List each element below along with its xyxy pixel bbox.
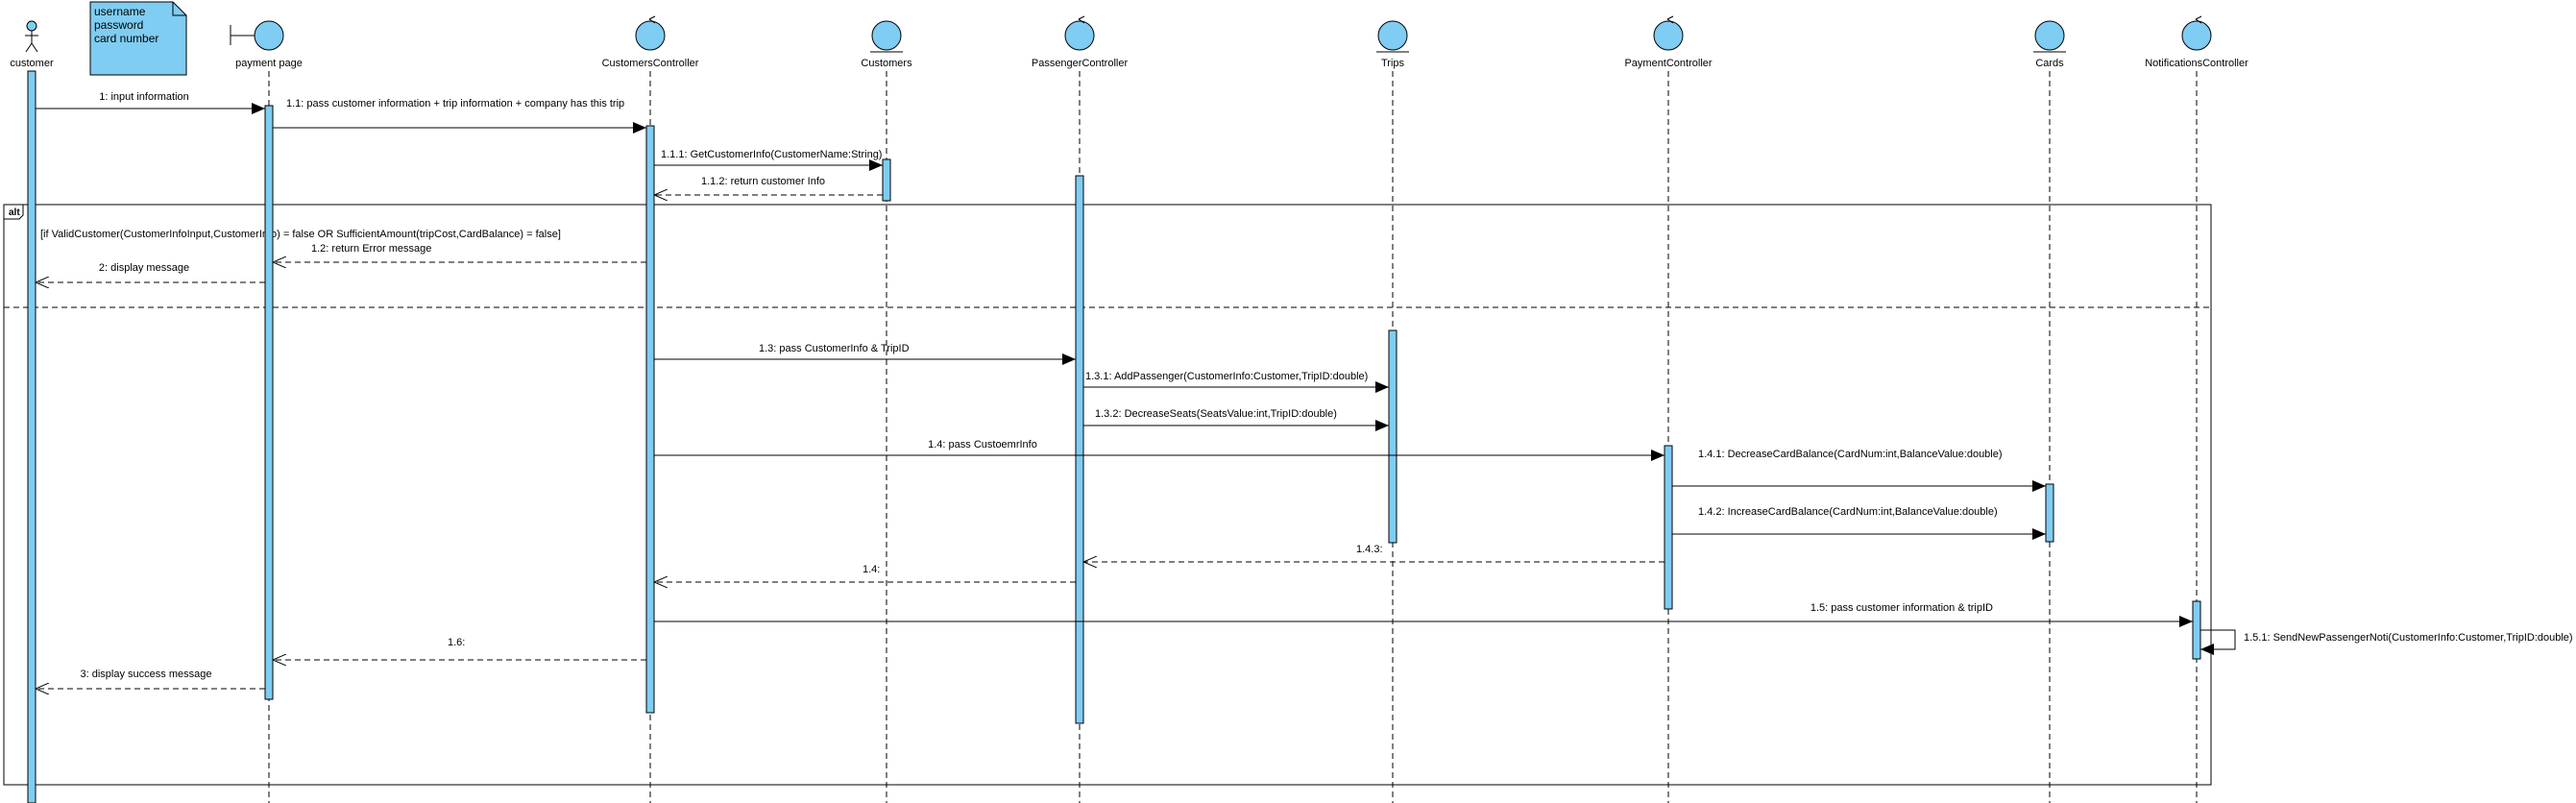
alt-guard: [if ValidCustomer(CustomerInfoInput,Cust… <box>40 229 561 240</box>
lifelines <box>31 71 2198 803</box>
alt-operator-label: alt <box>9 207 20 218</box>
message-label: 1: input information <box>99 91 189 103</box>
activation-trips <box>1388 329 1397 544</box>
entity-icon <box>1376 20 1409 53</box>
alt-fragment-frame <box>3 204 2212 786</box>
participant-payment-page[interactable]: payment page <box>230 20 303 69</box>
activation-notifications-controller <box>2192 600 2201 660</box>
actor-icon <box>25 20 38 53</box>
participant-name: PaymentController <box>1624 58 1712 69</box>
message-label: 1.1.1: GetCustomerInfo(CustomerName:Stri… <box>661 149 882 160</box>
note-line-1: username <box>94 5 146 18</box>
participant-name: CustomersController <box>602 58 699 69</box>
activation-passenger-controller <box>1075 175 1084 724</box>
participant-notifications-controller[interactable]: NotificationsController <box>2145 15 2248 69</box>
participant-payment-controller[interactable]: PaymentController <box>1624 15 1713 69</box>
message-label: 1.4: <box>863 564 880 575</box>
message-label: 1.3: pass CustomerInfo & TripID <box>759 343 910 354</box>
activation-customers-controller <box>645 125 655 714</box>
participant-customers-controller[interactable]: CustomersController <box>602 15 699 69</box>
note: username password card number <box>89 1 187 76</box>
message-label: 1.4.1: DecreaseCardBalance(CardNum:int,B… <box>1698 449 2003 460</box>
message-label: 1.1: pass customer information + trip in… <box>286 98 624 110</box>
activation-cards <box>2045 483 2054 543</box>
participant-cards[interactable]: Cards <box>2033 20 2066 69</box>
entity-icon <box>870 20 903 53</box>
message-label: 1.1.2: return customer Info <box>701 176 825 187</box>
participant-trips[interactable]: Trips <box>1376 20 1409 69</box>
message-label: 2: display message <box>99 262 189 274</box>
activation-payment-controller <box>1664 445 1673 610</box>
activation-payment-page <box>264 105 274 700</box>
messages <box>36 103 2236 689</box>
note-fold <box>172 2 186 16</box>
note-shape <box>89 1 187 76</box>
activation-customer <box>27 70 36 803</box>
control-icon <box>635 15 666 51</box>
svg-text:username: username <box>94 5 146 18</box>
participant-name: Customers <box>861 58 912 69</box>
activations <box>27 70 2201 803</box>
alt-operator-box <box>3 204 24 220</box>
message-labels: 1: input information 1.1: pass customer … <box>81 91 2573 680</box>
message-label: 1.5: pass customer information & tripID <box>1810 602 1993 614</box>
participant-name: Trips <box>1381 58 1405 69</box>
message-label: 1.5.1: SendNewPassengerNoti(CustomerInfo… <box>2244 632 2573 644</box>
control-icon <box>2181 15 2212 51</box>
activation-customers <box>882 158 891 202</box>
message-label: 3: display success message <box>81 669 212 680</box>
message-label: 1.3.1: AddPassenger(CustomerInfo:Custome… <box>1085 371 1368 382</box>
message-label: 1.4.2: IncreaseCardBalance(CardNum:int,B… <box>1698 506 1998 518</box>
boundary-icon <box>230 20 284 51</box>
message-label: 1.3.2: DecreaseSeats(SeatsValue:int,Trip… <box>1095 408 1337 420</box>
message-label: 1.2: return Error message <box>311 243 431 255</box>
control-icon <box>1653 15 1684 51</box>
participant-name: customer <box>10 58 54 69</box>
message-label: 1.6: <box>448 637 465 648</box>
participant-customer[interactable]: customer <box>10 20 54 69</box>
note-line-3: card number <box>94 32 158 45</box>
entity-icon <box>2033 20 2066 53</box>
control-icon <box>1064 15 1095 51</box>
participant-name: NotificationsController <box>2145 58 2248 69</box>
participant-name: Cards <box>2035 58 2064 69</box>
svg-text:card number: card number <box>94 32 158 45</box>
message-label: 1.4: pass CustoemrInfo <box>928 439 1037 450</box>
participant-customers[interactable]: Customers <box>861 20 912 69</box>
participant-name: PassengerController <box>1032 58 1129 69</box>
note-line-2: password <box>94 18 143 32</box>
self-message-line <box>2200 629 2236 655</box>
participant-name: payment page <box>235 58 303 69</box>
message-label: 1.4.3: <box>1356 544 1383 555</box>
svg-text:password: password <box>94 18 143 32</box>
alt-fragment: alt [if ValidCustomer(CustomerInfoInput,… <box>3 204 2212 786</box>
participant-passenger-controller[interactable]: PassengerController <box>1032 15 1129 69</box>
